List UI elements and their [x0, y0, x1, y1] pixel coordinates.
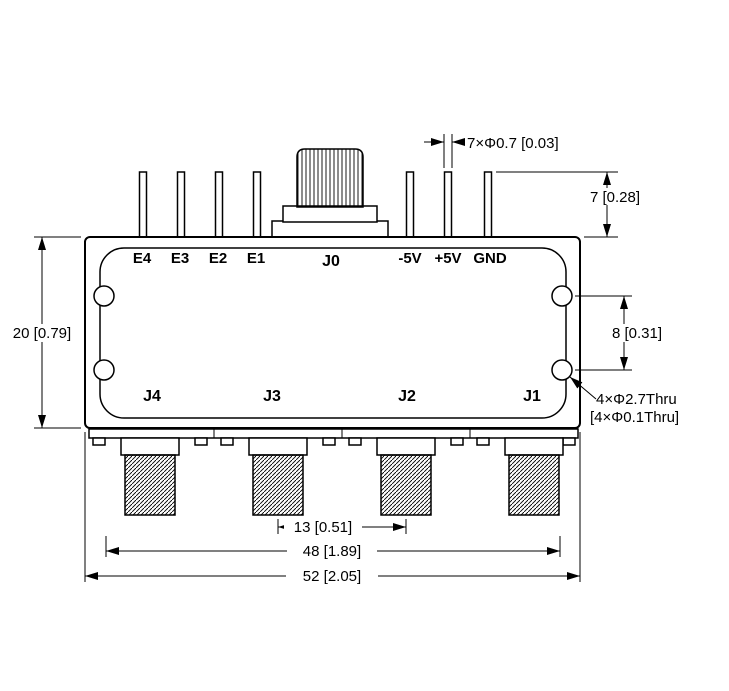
connector-tab: [322, 437, 336, 446]
dim-pin-height-text: 7 [0.28]: [590, 189, 640, 206]
pin-v-neg: [405, 171, 415, 239]
callout-mounting-holes-line1: 4×Φ2.7Thru: [596, 391, 677, 408]
dim-hole-vertical-spacing: 8 [0.31]: [575, 295, 670, 371]
sma-connector-j1: [504, 437, 564, 516]
j2-threaded-barrel: [380, 454, 432, 516]
j0-threaded-barrel: [296, 148, 364, 208]
label-e2: E2: [209, 250, 227, 267]
dim-hole-horizontal-spacing: 48 [1.89]: [105, 536, 561, 560]
pin-gnd: [483, 171, 493, 239]
dim-body-height-text: 20 [0.79]: [13, 325, 71, 342]
sma-connector-j0: [271, 148, 389, 239]
label-j0: J0: [322, 253, 340, 270]
dim-hole-horizontal-spacing-text: 48 [1.89]: [303, 543, 361, 560]
pin-e3: [176, 171, 186, 239]
label-v-neg: -5V: [398, 250, 421, 267]
mounting-hole-top-left: [93, 285, 115, 307]
j4-threaded-barrel: [124, 454, 176, 516]
mounting-hole-bottom-right: [551, 359, 573, 381]
bottom-connectors: [88, 428, 579, 516]
connector-tab: [348, 437, 362, 446]
label-j1: J1: [523, 388, 541, 405]
module-body-outline: [84, 236, 581, 429]
dim-pin-diameter-text: 7×Φ0.7 [0.03]: [467, 135, 559, 152]
bottom-rail: [88, 428, 579, 439]
dim-port-spacing: 13 [0.51]: [277, 518, 407, 536]
label-e4: E4: [133, 250, 152, 267]
label-gnd: GND: [473, 250, 507, 267]
top-pins: [138, 171, 493, 239]
connector-tab: [476, 437, 490, 446]
connector-tab: [194, 437, 208, 446]
j4-flange: [120, 437, 180, 456]
dim-body-height: 20 [0.79]: [8, 236, 81, 429]
dim-overall-width-text: 52 [2.05]: [303, 568, 361, 585]
pin-e4: [138, 171, 148, 239]
connector-tab: [92, 437, 106, 446]
label-j2: J2: [398, 388, 416, 405]
connector-tab: [562, 437, 576, 446]
mounting-hole-top-right: [551, 285, 573, 307]
j1-threaded-barrel: [508, 454, 560, 516]
label-v-pos: +5V: [434, 250, 461, 267]
j1-flange: [504, 437, 564, 456]
mounting-hole-bottom-left: [93, 359, 115, 381]
j3-flange: [248, 437, 308, 456]
sma-connector-j4: [120, 437, 180, 516]
connector-tab: [450, 437, 464, 446]
sma-connector-j3: [248, 437, 308, 516]
label-j3: J3: [263, 388, 281, 405]
label-e1: E1: [247, 250, 265, 267]
dim-pin-diameter: 7×Φ0.7 [0.03]: [424, 134, 559, 168]
pin-v-pos: [443, 171, 453, 239]
dim-overall-width: 52 [2.05]: [84, 432, 581, 585]
callout-mounting-holes-line2: [4×Φ0.1Thru]: [590, 409, 679, 426]
dim-hole-vertical-spacing-text: 8 [0.31]: [612, 325, 662, 342]
j0-base: [271, 220, 389, 239]
j2-flange: [376, 437, 436, 456]
j0-nut: [282, 205, 378, 223]
connector-tab: [220, 437, 234, 446]
cover-outline: [99, 247, 567, 419]
sma-connector-j2: [376, 437, 436, 516]
dim-pin-height: 7 [0.28]: [496, 171, 648, 238]
callout-mounting-holes: 4×Φ2.7Thru [4×Φ0.1Thru]: [569, 376, 679, 426]
label-j4: J4: [143, 388, 161, 405]
label-e3: E3: [171, 250, 189, 267]
pin-e1: [252, 171, 262, 239]
dim-port-spacing-text: 13 [0.51]: [294, 519, 352, 536]
j3-threaded-barrel: [252, 454, 304, 516]
pin-e2: [214, 171, 224, 239]
